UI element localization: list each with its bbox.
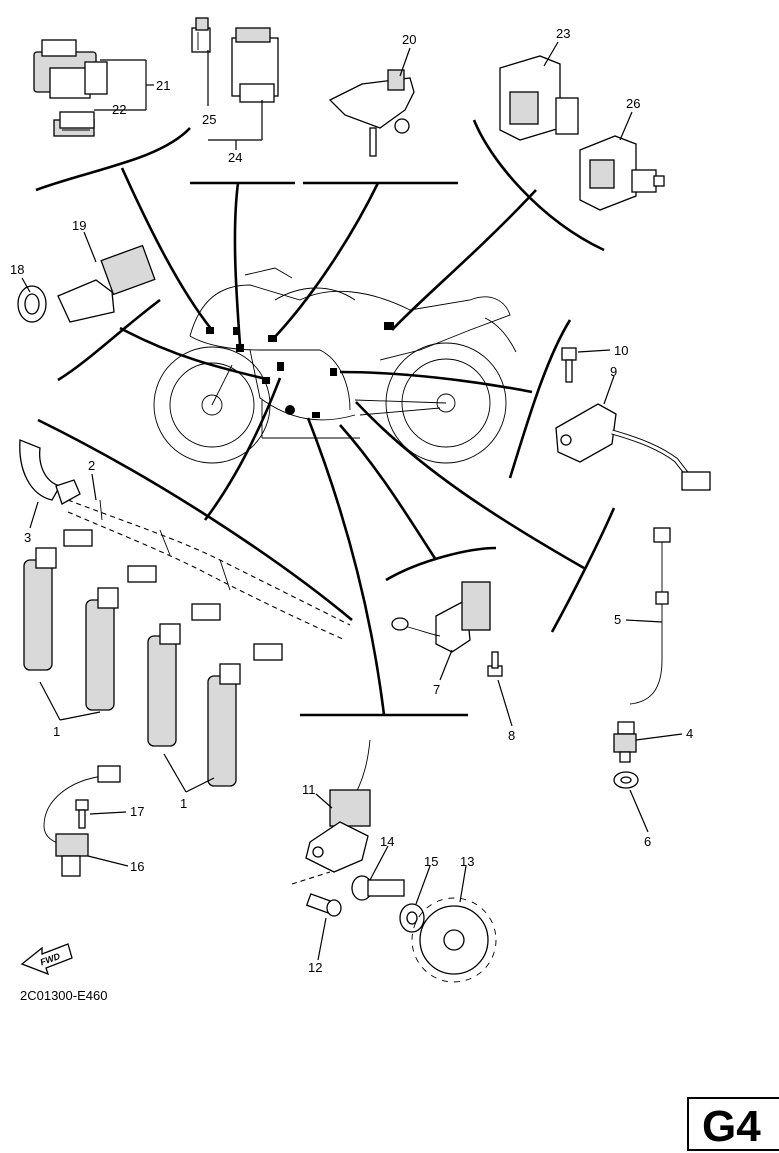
relay-unit-21 [33, 39, 108, 99]
unit-23 [499, 55, 579, 141]
callout-1: 1 [180, 796, 187, 811]
bolt-14 [351, 875, 405, 901]
motorcycle-outline [153, 267, 517, 464]
callout-13: 13 [460, 854, 474, 869]
lead-5 [629, 527, 671, 705]
switch-4 [613, 721, 637, 763]
callout-23: 23 [556, 26, 570, 41]
callout-16: 16 [130, 859, 144, 874]
bracket-9-10 [508, 319, 572, 479]
bracket-7-8 [385, 546, 497, 582]
callout-2: 2 [88, 458, 95, 473]
callout-6: 6 [644, 834, 651, 849]
drawing-code: 2C01300-E460 [20, 988, 107, 1003]
callout-20: 20 [402, 32, 416, 47]
page-tag: G4 [687, 1097, 779, 1151]
bolt-10 [561, 347, 577, 383]
relay-24 [231, 27, 279, 103]
bracket-4-6 [550, 507, 616, 633]
callout-4: 4 [686, 726, 693, 741]
relay-25 [191, 17, 211, 53]
callout-labels: 1 1 2 3 4 5 6 7 8 9 10 11 12 13 14 15 16… [10, 26, 693, 975]
screw-17 [75, 799, 89, 829]
callout-7: 7 [433, 682, 440, 697]
callout-leaders [21, 41, 683, 961]
speed-sensor-7 [391, 581, 491, 653]
callout-18: 18 [10, 262, 24, 277]
bolt-12 [291, 871, 342, 917]
callout-14: 14 [380, 834, 394, 849]
fwd-arrow-icon: FWD [20, 943, 73, 976]
coil-connectors [63, 529, 283, 661]
page-tag-label: G4 [702, 1102, 761, 1151]
crank-sensor-16 [43, 765, 121, 877]
gasket-18 [17, 285, 47, 323]
callout-3: 3 [24, 530, 31, 545]
callout-19: 19 [72, 218, 86, 233]
washer-15 [399, 903, 425, 933]
pickup-assembly-11 [305, 739, 371, 873]
callout-21: 21 [156, 78, 170, 93]
bolt-8 [487, 651, 503, 677]
clamp-3 [19, 439, 81, 505]
callout-5: 5 [614, 612, 621, 627]
rotor-13 [411, 897, 497, 983]
bracket-23-26 [472, 119, 605, 252]
callout-10: 10 [614, 343, 628, 358]
ignition-coils-1 [23, 547, 241, 787]
relay-connector-22 [53, 111, 95, 137]
leader-lines [119, 167, 585, 716]
wire-harness-2 [67, 499, 351, 641]
temp-sensor-19 [57, 244, 156, 323]
position-sensor-9 [555, 403, 711, 491]
section-brackets [35, 119, 616, 717]
callout-12: 12 [308, 960, 322, 975]
bracket-18-19 [57, 298, 161, 382]
callout-9: 9 [610, 364, 617, 379]
washer-6 [613, 771, 639, 789]
callout-24: 24 [228, 150, 242, 165]
callout-11: 11 [302, 782, 316, 797]
callout-8: 8 [508, 728, 515, 743]
callout-26: 26 [626, 96, 640, 111]
callout-1: 1 [53, 724, 60, 739]
callout-15: 15 [424, 854, 438, 869]
bracket-21-22 [35, 127, 191, 192]
bracket-1-3 [37, 418, 353, 621]
callout-25: 25 [202, 112, 216, 127]
pressure-sensor-20 [328, 69, 415, 157]
callout-17: 17 [130, 804, 144, 819]
callout-22: 22 [112, 102, 126, 117]
unit-26 [579, 135, 665, 211]
